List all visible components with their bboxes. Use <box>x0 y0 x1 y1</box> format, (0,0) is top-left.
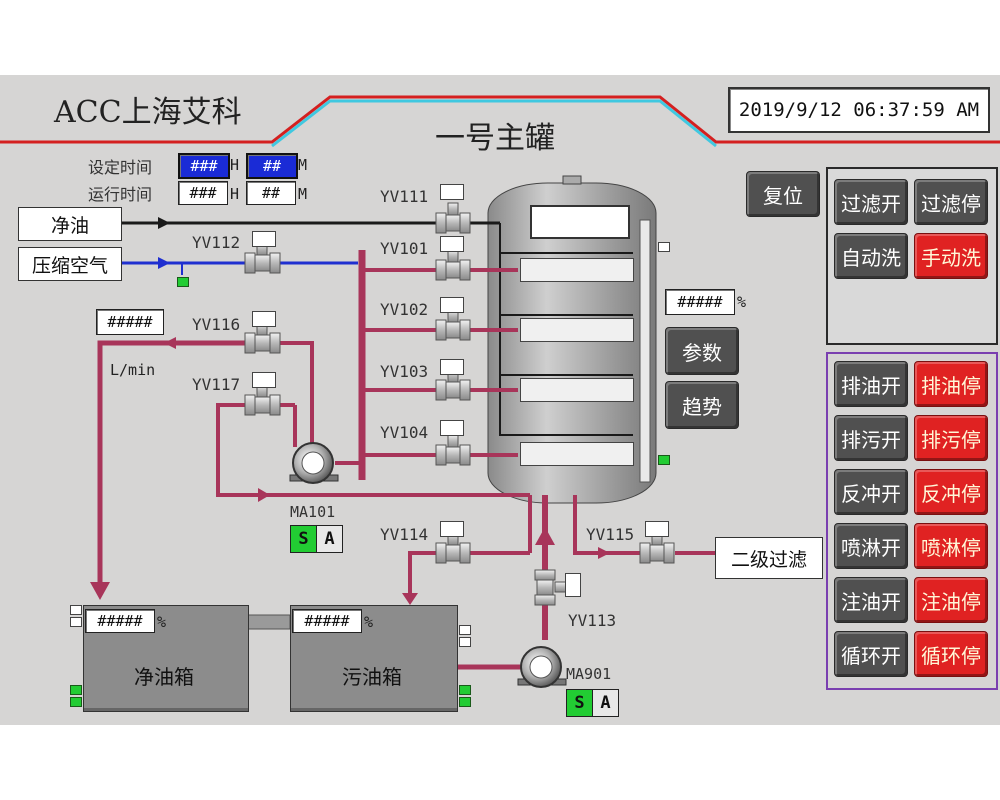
clean-tank-highhigh-indicator <box>70 617 82 627</box>
pump-ma901 <box>517 646 567 688</box>
filter-stop-button[interactable]: 过滤停 <box>914 179 988 225</box>
clean-oil-tank-label: 净油箱 <box>134 665 194 689</box>
manual-wash-button[interactable]: 手动洗 <box>914 233 988 279</box>
valve-yv102-label: YV102 <box>380 300 429 319</box>
run-hours-display: ### <box>178 181 228 205</box>
cycle-start-button[interactable]: 循环开 <box>834 631 908 677</box>
pump-ma101-mode[interactable]: S A <box>290 525 343 553</box>
clean-oil-tank-unit: % <box>157 613 167 631</box>
spray-start-button[interactable]: 喷淋开 <box>834 523 908 569</box>
pump-ma101-status-a[interactable]: A <box>316 526 342 552</box>
valve-yv111 <box>435 202 471 234</box>
filter-element-3 <box>520 378 634 402</box>
valve-yv113-status[interactable] <box>565 573 581 597</box>
pump-ma101-label: MA101 <box>290 503 336 521</box>
pump-ma901-mode[interactable]: S A <box>566 689 619 717</box>
pump-ma901-label: MA901 <box>566 665 612 683</box>
clean-tank-high-indicator <box>70 605 82 615</box>
vessel-level-unit: % <box>737 293 747 311</box>
fill-start-button[interactable]: 注油开 <box>834 577 908 623</box>
valve-yv116-label: YV116 <box>192 315 241 334</box>
valve-yv101-status[interactable] <box>440 236 464 252</box>
dirty-tank-low-indicator <box>459 685 471 695</box>
dirty-oil-tank-label: 污油箱 <box>342 665 402 689</box>
header-line-cyan <box>271 99 717 148</box>
valve-yv101-label: YV101 <box>380 239 429 258</box>
filter-element-4 <box>520 442 634 466</box>
drain-dirt-stop-button[interactable]: 排污停 <box>914 415 988 461</box>
compressed-air-inlet-label: 压缩空气 <box>18 247 122 281</box>
spray-stop-button[interactable]: 喷淋停 <box>914 523 988 569</box>
valve-yv115-status[interactable] <box>645 521 669 537</box>
valve-yv103-status[interactable] <box>440 359 464 375</box>
pump-ma101-status-s[interactable]: S <box>291 526 316 552</box>
filter-element-2 <box>520 318 634 342</box>
valve-yv117-status[interactable] <box>252 372 276 388</box>
run-hours-unit: H <box>230 185 240 203</box>
reset-button[interactable]: 复位 <box>746 171 820 217</box>
clean-tank-lowlow-indicator <box>70 697 82 707</box>
cycle-stop-button[interactable]: 循环停 <box>914 631 988 677</box>
run-minutes-unit: M <box>298 185 308 203</box>
valve-yv113-label: YV113 <box>568 611 617 630</box>
air-status-indicator <box>177 277 189 287</box>
valve-yv104-status[interactable] <box>440 420 464 436</box>
dirty-tank-highhigh-indicator <box>459 637 471 647</box>
flow-rate-unit: L/min <box>110 361 156 379</box>
set-minutes-unit: M <box>298 156 308 174</box>
drain-oil-start-button[interactable]: 排油开 <box>834 361 908 407</box>
fill-stop-button[interactable]: 注油停 <box>914 577 988 623</box>
set-minutes-input[interactable]: ## <box>246 153 298 179</box>
valve-yv112-label: YV112 <box>192 233 241 252</box>
backflush-start-button[interactable]: 反冲开 <box>834 469 908 515</box>
valve-yv112-status[interactable] <box>252 231 276 247</box>
secondary-filter-label: 二级过滤 <box>715 537 823 579</box>
clean-oil-tank-level: ##### <box>85 609 155 633</box>
pump-ma101 <box>289 442 339 484</box>
valve-yv111-status[interactable] <box>440 184 464 200</box>
set-hours-input[interactable]: ### <box>178 153 230 179</box>
valve-yv111-label: YV111 <box>380 187 429 206</box>
brand-logo: ACC上海艾科 <box>54 95 242 130</box>
run-minutes-display: ## <box>246 181 296 205</box>
vessel-low-level-indicator <box>658 455 670 465</box>
dirty-tank-lowlow-indicator <box>459 697 471 707</box>
datetime-display: 2019/9/12 06:37:59 AM <box>728 87 990 133</box>
flow-rate-display: ##### <box>96 309 164 335</box>
valve-yv116-status[interactable] <box>252 311 276 327</box>
set-time-label: 设定时间 <box>88 158 153 177</box>
valve-yv102-status[interactable] <box>440 297 464 313</box>
valve-yv114-status[interactable] <box>440 521 464 537</box>
vessel-level-display: ##### <box>665 289 735 315</box>
run-time-label: 运行时间 <box>88 185 153 204</box>
drain-dirt-start-button[interactable]: 排污开 <box>834 415 908 461</box>
valve-yv103-label: YV103 <box>380 362 429 381</box>
clean-tank-low-indicator <box>70 685 82 695</box>
dirty-tank-high-indicator <box>459 625 471 635</box>
valve-yv117-label: YV117 <box>192 375 241 394</box>
dirty-oil-tank-unit: % <box>364 613 374 631</box>
dirty-oil-tank-level: ##### <box>292 609 362 633</box>
filter-element-1 <box>520 258 634 282</box>
drain-oil-stop-button[interactable]: 排油停 <box>914 361 988 407</box>
pump-ma901-status-s[interactable]: S <box>567 690 592 716</box>
params-button[interactable]: 参数 <box>665 327 739 375</box>
clean-oil-inlet-label: 净油 <box>18 207 122 241</box>
valve-yv114-label: YV114 <box>380 525 429 544</box>
header-line-red <box>0 95 1000 144</box>
auto-wash-button[interactable]: 自动洗 <box>834 233 908 279</box>
hmi-screen: ACC上海艾科 一号主罐 2019/9/12 06:37:59 AM 设定时间 … <box>0 75 1000 725</box>
page-title: 一号主罐 <box>435 121 555 156</box>
valve-yv104-label: YV104 <box>380 423 429 442</box>
backflush-stop-button[interactable]: 反冲停 <box>914 469 988 515</box>
vessel-high-level-indicator <box>658 242 670 252</box>
pump-ma901-status-a[interactable]: A <box>592 690 618 716</box>
vessel-top-window <box>530 205 630 239</box>
valve-yv115-label: YV115 <box>586 525 635 544</box>
filter-start-button[interactable]: 过滤开 <box>834 179 908 225</box>
set-hours-unit: H <box>230 156 240 174</box>
trend-button[interactable]: 趋势 <box>665 381 739 429</box>
